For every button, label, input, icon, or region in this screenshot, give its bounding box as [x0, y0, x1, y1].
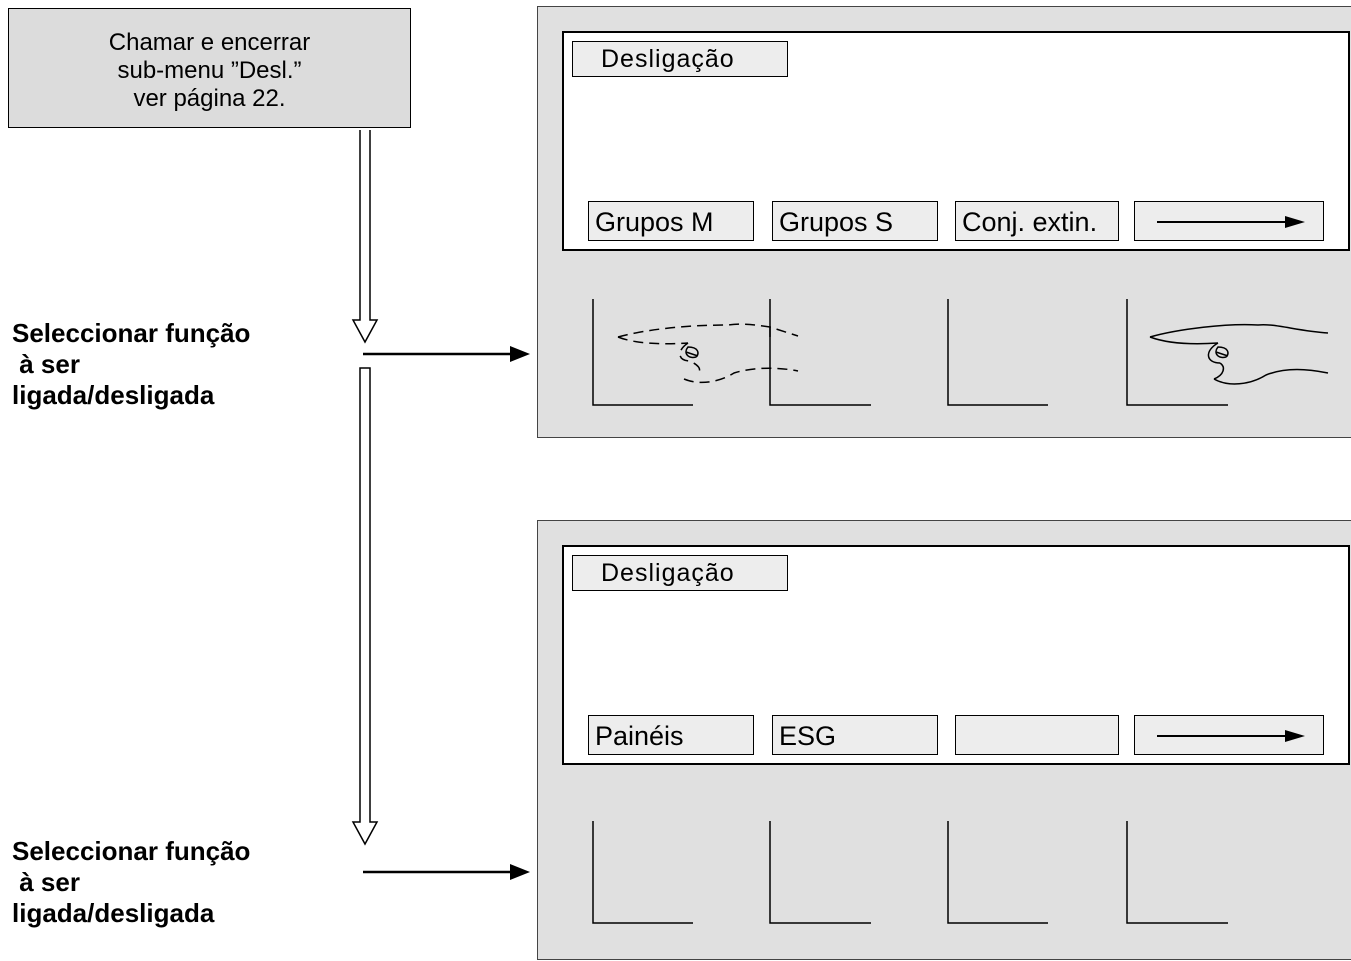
dashed-pointing-hand-icon	[617, 323, 799, 384]
softkey-empty[interactable]	[955, 715, 1119, 755]
display-panel-2: Desligação Painéis ESG	[537, 520, 1351, 960]
display-screen-1: Desligação Grupos M Grupos S Conj. extin…	[562, 31, 1350, 251]
step-label-1: Seleccionar função à ser ligada/desligad…	[12, 318, 332, 411]
pointing-hand-icon	[1149, 323, 1329, 385]
key-bracket-4	[1126, 821, 1228, 924]
softkey-next-2[interactable]	[1134, 715, 1324, 755]
step-label-2: Seleccionar função à ser ligada/desligad…	[12, 836, 332, 929]
step-2-line-2: à ser	[12, 867, 80, 897]
reference-line-3: ver página 22.	[133, 85, 286, 112]
down-arrow-2	[351, 367, 379, 846]
arrow-right-icon	[1157, 730, 1305, 742]
screen-title-1: Desligação	[572, 41, 788, 77]
reference-line-1: Chamar e encerrar	[108, 29, 311, 56]
softkey-esg[interactable]: ESG	[772, 715, 938, 755]
key-bracket-3	[947, 299, 1048, 406]
step-1-line-2: à ser	[12, 349, 80, 379]
key-bracket-1	[592, 821, 693, 924]
right-arrow-2-head	[510, 864, 530, 880]
screen-title-2: Desligação	[572, 555, 788, 591]
softkey-grupos-m[interactable]: Grupos M	[588, 201, 754, 241]
step-2-line-3: ligada/desligada	[12, 898, 215, 928]
softkey-paineis[interactable]: Painéis	[588, 715, 754, 755]
display-screen-2: Desligação Painéis ESG	[562, 545, 1350, 765]
key-bracket-2	[769, 299, 871, 406]
panel-2-keys	[592, 821, 1228, 924]
softkey-next-1[interactable]	[1134, 201, 1324, 241]
display-panel-1: Desligação Grupos M Grupos S Conj. extin…	[537, 6, 1351, 438]
panel-1-keys	[592, 299, 1329, 406]
step-2-line-1: Seleccionar função	[12, 836, 251, 866]
reference-box: Chamar e encerrar sub-menu ”Desl.” ver p…	[8, 8, 411, 128]
softkey-grupos-s[interactable]: Grupos S	[772, 201, 938, 241]
down-arrow-1	[351, 130, 379, 344]
key-bracket-3	[947, 821, 1048, 924]
step-1-line-1: Seleccionar função	[12, 318, 251, 348]
arrow-right-icon	[1157, 216, 1305, 228]
key-bracket-1	[592, 299, 693, 406]
step-1-line-3: ligada/desligada	[12, 380, 215, 410]
key-bracket-4	[1126, 299, 1228, 406]
right-arrow-1-head	[510, 346, 530, 362]
softkey-conj-extin[interactable]: Conj. extin.	[955, 201, 1119, 241]
key-bracket-2	[769, 821, 871, 924]
reference-line-2: sub-menu ”Desl.”	[117, 57, 302, 84]
